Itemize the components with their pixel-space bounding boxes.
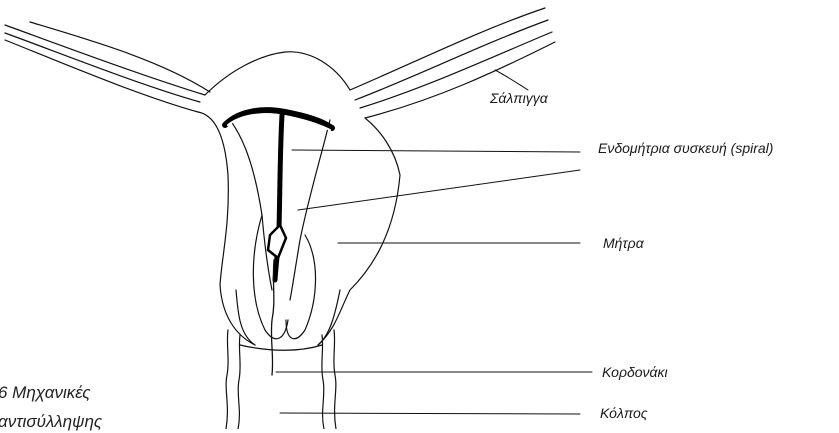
label-vagina: Κόλπος <box>600 405 648 421</box>
label-uterus: Μήτρα <box>603 235 644 251</box>
uterus-fundus <box>205 52 350 95</box>
uterus-outline <box>198 112 400 345</box>
figure-caption-line1: 6 Μηχανικές <box>0 382 91 404</box>
label-string: Κορδονάκι <box>602 364 668 380</box>
vagina-walls <box>226 330 336 429</box>
figure-caption-line2: αντισύλληψης <box>0 411 102 433</box>
left-fallopian-tube <box>5 22 210 112</box>
iud-device <box>225 110 332 280</box>
label-fallopian-tube: Σάλπιγγα <box>490 90 548 106</box>
label-iud: Ενδομήτρια συσκευή (spiral) <box>598 140 773 156</box>
